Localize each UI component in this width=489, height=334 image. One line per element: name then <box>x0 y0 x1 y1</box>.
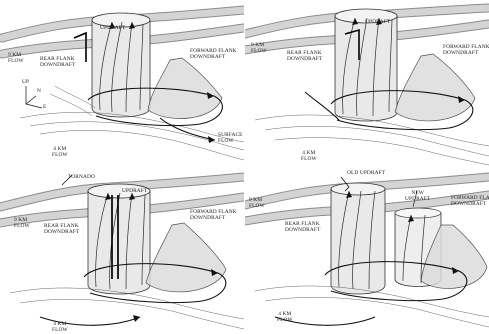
label-forward-flank-downdraft: FORWARD FLANK DOWNDRAFT <box>451 195 489 207</box>
label-4km-flow: 4 KM FLOW <box>301 150 317 162</box>
label-4km-flow: 4 KM FLOW <box>277 311 293 323</box>
label-new-updraft: NEW UPDRAFT <box>405 190 430 202</box>
label-rear-flank-downdraft: REAR FLANK DOWNDRAFT <box>40 56 75 68</box>
label-rear-flank-downdraft: REAR FLANK DOWNDRAFT <box>44 223 79 235</box>
label-updraft: UPDRAFT <box>100 25 125 31</box>
label-updraft: UPDRAFT <box>365 19 390 25</box>
panel-b: UPDRAFT REAR FLANK DOWNDRAFT FORWARD FLA… <box>245 0 489 167</box>
label-surface-flow: SURFACE FLOW <box>218 132 243 144</box>
label-rear-flank-downdraft: REAR FLANK DOWNDRAFT <box>287 50 322 62</box>
label-forward-flank-downdraft: FORWARD FLANK DOWNDRAFT <box>190 48 237 60</box>
label-updraft: UPDRAFT <box>122 188 147 194</box>
axis-n-label: N <box>37 88 41 94</box>
label-forward-flank-downdraft: FORWARD FLANK DOWNDRAFT <box>190 209 237 221</box>
label-9km-flow: 9 KM FLOW <box>249 197 265 209</box>
label-4km-flow: 4 KM FLOW <box>52 321 68 333</box>
label-9km-flow: 9 KM FLOW <box>251 42 267 54</box>
panel-c: TORNADO UPDRAFT REAR FLANK DOWNDRAFT FOR… <box>0 167 244 334</box>
panel-d: OLD UPDRAFT NEW UPDRAFT REAR FLANK DOWND… <box>245 167 489 334</box>
label-9km-flow: 9 KM FLOW <box>14 217 30 229</box>
axis-e-label: E <box>43 104 46 110</box>
label-tornado: TORNADO <box>68 174 95 180</box>
label-rear-flank-downdraft: REAR FLANK DOWNDRAFT <box>285 221 320 233</box>
label-9km-flow: 9 KM FLOW <box>8 52 24 64</box>
label-4km-flow: 4 KM FLOW <box>52 146 68 158</box>
panel-d-drawing <box>245 167 489 334</box>
panel-a: UPDRAFT REAR FLANK DOWNDRAFT FORWARD FLA… <box>0 0 244 167</box>
axis-up-label: UP <box>22 79 29 85</box>
label-old-updraft: OLD UPDRAFT <box>347 170 385 176</box>
label-forward-flank-downdraft: FORWARD FLANK DOWNDRAFT <box>443 44 489 56</box>
panel-b-drawing <box>245 0 489 167</box>
